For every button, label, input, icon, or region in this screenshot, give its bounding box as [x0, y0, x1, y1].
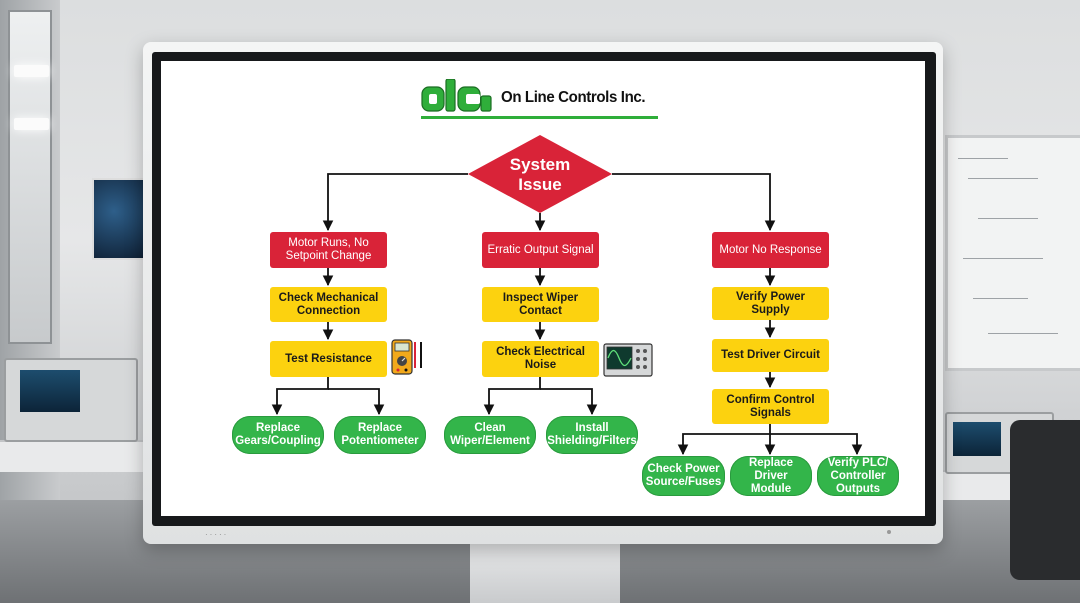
flowchart-screen: olc On Line Controls Inc. — [161, 61, 925, 516]
office-chair — [1010, 420, 1080, 580]
root-node-label: System Issue — [509, 155, 571, 194]
company-logo: olc On Line Controls Inc. — [421, 75, 701, 119]
step-test-driver-circuit: Test Driver Circuit — [712, 339, 829, 372]
whiteboard — [945, 135, 1080, 371]
root-diamond — [468, 135, 612, 213]
symptom-erratic-output-signal: Erratic Output Signal — [482, 232, 599, 268]
connector-lines — [271, 135, 863, 456]
step-verify-power-supply: Verify Power Supply — [712, 287, 829, 320]
olc-logo-mark: olc — [421, 79, 492, 112]
ceiling-light — [14, 118, 49, 130]
wall-poster — [92, 178, 146, 260]
step-test-resistance: Test Resistance — [270, 341, 387, 377]
bench-oscilloscope — [4, 358, 138, 442]
monitor-stand — [470, 540, 620, 603]
symptom-motor-no-response: Motor No Response — [712, 232, 829, 268]
multimeter-icon — [391, 339, 422, 375]
company-name: On Line Controls Inc. — [501, 89, 646, 106]
lab-bench — [0, 440, 150, 472]
ceiling-light — [14, 65, 49, 77]
oscilloscope-icon — [603, 343, 653, 377]
